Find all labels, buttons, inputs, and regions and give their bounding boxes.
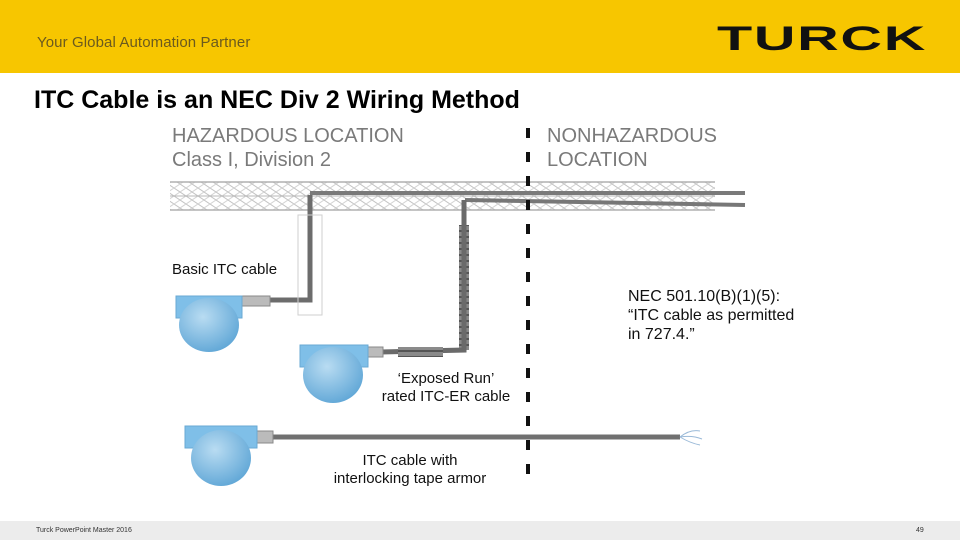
slide-title: ITC Cable is an NEC Div 2 Wiring Method (34, 86, 520, 114)
armor-line1: ITC cable with (362, 452, 458, 469)
turck-logo: TURCK (717, 22, 927, 54)
transmitter-3 (184, 425, 258, 486)
hazardous-label-line2: Class I, Division 2 (172, 149, 331, 171)
nonhazardous-label-line2: LOCATION (547, 149, 648, 171)
nec-line1: NEC 501.10(B)(1)(5): (628, 288, 781, 305)
header-bar (0, 0, 960, 73)
page-number: 49 (916, 527, 924, 534)
logo-text: TURCK (717, 22, 927, 54)
basic-itc-label: Basic ITC cable (172, 261, 278, 278)
tagline: Your Global Automation Partner (37, 34, 251, 51)
nec-line2: “ITC cable as permitted (628, 307, 795, 324)
nec-line3: in 727.4.” (628, 326, 695, 343)
footer-bar (0, 521, 960, 540)
cable-tray (170, 181, 715, 211)
transmitter-2 (299, 344, 369, 403)
basic-itc-cable (255, 195, 313, 303)
tray-cables (310, 191, 746, 207)
transmitter-1 (175, 295, 243, 352)
armor-line2: interlocking tape armor (333, 470, 487, 487)
hazardous-label-line1: HAZARDOUS LOCATION (172, 125, 404, 147)
exposed-run-line2: rated ITC-ER cable (381, 388, 511, 405)
exposed-run-line1: ‘Exposed Run’ (397, 370, 495, 387)
footer-master-text: Turck PowerPoint Master 2016 (36, 527, 132, 534)
nonhazardous-label-line1: NONHAZARDOUS (547, 125, 718, 147)
